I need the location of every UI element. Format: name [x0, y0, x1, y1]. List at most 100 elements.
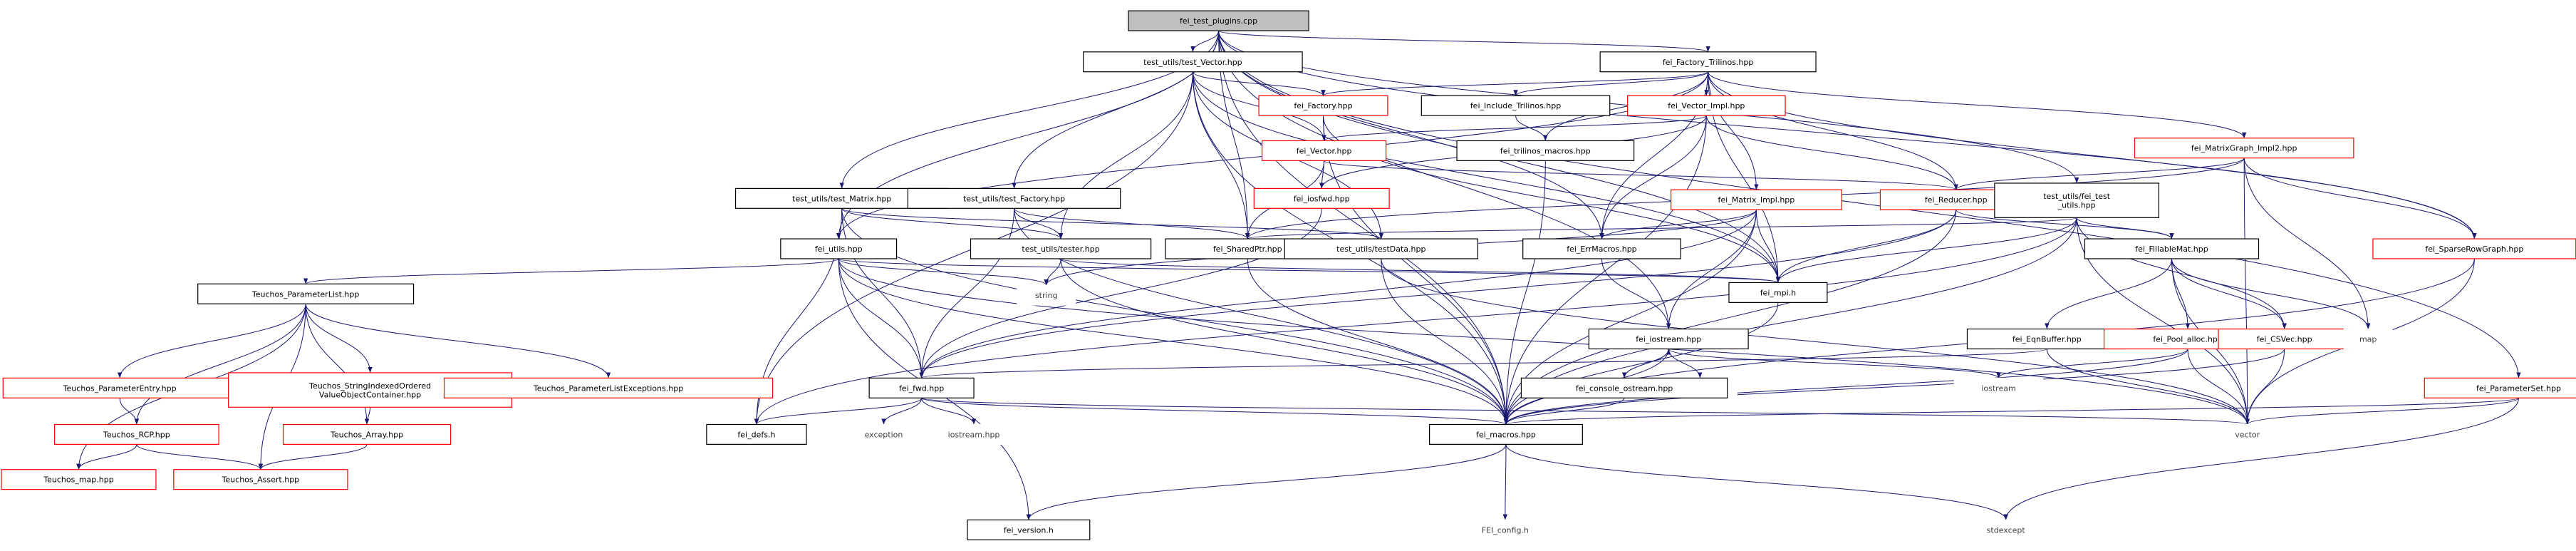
graph-node-fei-macros[interactable]: fei_macros.hpp [1429, 423, 1583, 445]
graph-node-tu-vector[interactable]: test_utils/test_Vector.hpp [1083, 51, 1303, 73]
node-label: map [2359, 335, 2377, 344]
graph-node-teuchos-parameterlistexceptions[interactable]: Teuchos_ParameterListExceptions.hpp [443, 377, 774, 398]
graph-node-root: fei_test_plugins.cpp [1128, 10, 1309, 31]
graph-node-tu-testdata[interactable]: test_utils/testData.hpp [1284, 238, 1479, 259]
node-box [1960, 519, 2052, 540]
node-label: fei_Include_Trilinos.hpp [1470, 101, 1561, 110]
graph-node-fei-fwd[interactable]: fei_fwd.hpp [868, 377, 975, 398]
graph-node-fei-version[interactable]: fei_version.h [967, 519, 1091, 540]
edge-root-to-tu-vector [1190, 30, 1220, 52]
graph-node-tu-fei-test-utils[interactable]: test_utils/fei_test_utils.hpp [1994, 182, 2159, 218]
graph-node-iostream-hpp: iostream.hpp [912, 423, 1036, 445]
edge-fei-utils-to-string [838, 258, 1049, 286]
graph-node-teuchos-map[interactable]: Teuchos_map.hpp [1, 469, 157, 490]
edge-root-to-fei-macros [1218, 31, 1509, 425]
node-box [1438, 519, 1572, 540]
edge-fei-matrix-impl-to-fei-errmacros [1599, 209, 1757, 240]
node-label: fei_trilinos_macros.hpp [1500, 146, 1591, 155]
edge-teuchos-parameterlist-to-teuchos-stringindexed [305, 304, 373, 373]
edge-fei-matrixgraph-impl2-to-fei-sparserowgraph [2243, 158, 2477, 240]
edge-fei-include-trilinos-to-fei-trilinos-macros [1515, 115, 1548, 141]
edge-fei-macros-to-fei-config [1502, 444, 1508, 520]
graph-node-fei-parameterset[interactable]: fei_ParameterSet.hpp [2424, 377, 2576, 398]
edge-fei-matrix-impl-to-fei-mpi [1755, 210, 1781, 283]
node-box [1728, 282, 1828, 303]
node-label: fei_Reducer.hpp [1925, 195, 1988, 205]
node-box [2084, 238, 2260, 259]
graph-node-fei-vector[interactable]: fei_Vector.hpp [1261, 140, 1387, 161]
node-box [1588, 328, 1749, 350]
graph-node-fei-console-ostream[interactable]: fei_console_ostream.hpp [1520, 377, 1728, 398]
edge-fei-matrix-impl-to-fei-fwd [919, 210, 1757, 379]
node-label: Teuchos_ParameterList.hpp [251, 289, 359, 299]
node-label: test_utils/test_Factory.hpp [963, 194, 1065, 203]
graph-node-teuchos-parameterlist[interactable]: Teuchos_ParameterList.hpp [197, 283, 415, 304]
node-box [912, 423, 1036, 445]
graph-node-fei-eqnbuffer[interactable]: fei_EqnBuffer.hpp [1966, 328, 2127, 350]
edge-fei-utils-to-fei-mpi [838, 258, 1780, 283]
edge-fei-fillablemat-to-fei-eqnbuffer [2045, 258, 2172, 329]
graph-node-fei-matrixgraph-impl2[interactable]: fei_MatrixGraph_Impl2.hpp [2134, 138, 2354, 159]
node-label: string [1035, 291, 1058, 300]
node-box [1953, 377, 2044, 398]
edge-fei-factory-trilinos-to-fei-include-trilinos [1513, 71, 1709, 96]
graph-node-teuchos-array[interactable]: Teuchos_Array.hpp [282, 423, 452, 445]
edge-teuchos-parameterlist-to-teuchos-parameterentry [117, 304, 306, 379]
graph-node-fei-utils[interactable]: fei_utils.hpp [780, 238, 898, 259]
node-label: Teuchos_Array.hpp [330, 430, 403, 439]
node-box [2134, 138, 2354, 159]
edge-fei-vector-impl-to-fei-macros [1503, 115, 1707, 425]
node-box [1421, 95, 1611, 116]
edge-fei-macros-to-stdexcept [1505, 444, 2008, 520]
node-label: exception [865, 430, 903, 439]
node-label: fei_CSVec.hpp [2257, 335, 2312, 344]
graph-node-fei-matrix-impl[interactable]: fei_Matrix_Impl.hpp [1671, 189, 1842, 210]
graph-node-fei-csvec[interactable]: fei_CSVec.hpp [2218, 328, 2351, 350]
node-label: fei_fwd.hpp [899, 383, 944, 393]
node-box [1253, 187, 1390, 209]
node-box [1994, 182, 2159, 218]
edge-tu-matrix-to-fei-fwd [841, 208, 924, 379]
edge-fei-eqnbuffer-to-fei-fwd [920, 349, 2047, 379]
node-box [780, 238, 898, 259]
graph-node-fei-iostream[interactable]: fei_iostream.hpp [1588, 328, 1749, 350]
node-label: test_utils/testData.hpp [1336, 244, 1425, 254]
graph-node-fei-factory[interactable]: fei_Factory.hpp [1258, 95, 1388, 116]
graph-node-fei-errmacros[interactable]: fei_ErrMacros.hpp [1522, 238, 1681, 259]
graph-node-fei-defs[interactable]: fei_defs.h [706, 423, 807, 445]
edge-tu-vector-to-fei-factory [1192, 71, 1326, 96]
graph-node-teuchos-assert[interactable]: Teuchos_Assert.hpp [173, 469, 348, 490]
edge-fei-reducer-to-fei-fwd [919, 210, 1957, 379]
graph-node-tu-factory[interactable]: test_utils/test_Factory.hpp [907, 187, 1121, 209]
edge-tu-vector-to-tu-tester [1058, 71, 1193, 240]
edge-fei-utils-to-teuchos-parameterlist [303, 258, 839, 284]
graph-node-fei-sparserowgraph[interactable]: fei_SparseRowGraph.hpp [2372, 238, 2576, 259]
node-label: test_utils/test_Vector.hpp [1143, 58, 1242, 67]
edge-tu-tester-to-string [1044, 258, 1061, 286]
graph-node-fei-mpi[interactable]: fei_mpi.h [1728, 282, 1828, 303]
graph-node-teuchos-rcp[interactable]: Teuchos_RCP.hpp [53, 423, 219, 445]
node-box [967, 519, 1091, 540]
node-label: fei_test_plugins.cpp [1180, 16, 1257, 26]
graph-node-fei-iosfwd[interactable]: fei_iosfwd.hpp [1253, 187, 1390, 209]
graph-node-fei-vector-impl[interactable]: fei_Vector_Impl.hpp [1627, 95, 1786, 116]
graph-node-teuchos-parameterentry[interactable]: Teuchos_ParameterEntry.hpp [2, 377, 237, 398]
edge-fei-factory-trilinos-to-fei-matrixgraph-impl2 [1708, 71, 2247, 138]
edge-fei-factory-to-fei-macros [1322, 115, 1509, 425]
edge-fei-iostream-to-iostream [1668, 349, 2001, 379]
edge-tu-vector-to-fei-sharedptr [1192, 71, 1250, 240]
edge-fei-iostream-to-iomanip [1668, 349, 1703, 379]
edge-fei-csvec-to-fei-macros [1503, 349, 2285, 425]
node-label: fei_mpi.h [1760, 288, 1796, 297]
edge-teuchos-stringindexed-to-teuchos-array [364, 407, 371, 425]
node-label: _utils.hpp [2057, 200, 2096, 210]
graph-node-fei-fillablemat[interactable]: fei_FillableMat.hpp [2084, 238, 2260, 259]
graph-node-fei-factory-trilinos[interactable]: fei_Factory_Trilinos.hpp [1599, 51, 1817, 73]
graph-node-fei-include-trilinos[interactable]: fei_Include_Trilinos.hpp [1421, 95, 1611, 116]
edge-tu-fei-test-utils-to-fei-sharedptr [1245, 217, 2077, 240]
graph-node-tu-tester[interactable]: test_utils/tester.hpp [970, 238, 1152, 259]
edge-fei-factory-trilinos-to-fei-factory [1321, 71, 1709, 96]
graph-node-fei-trilinos-macros[interactable]: fei_trilinos_macros.hpp [1456, 140, 1635, 161]
node-box [1284, 238, 1479, 259]
